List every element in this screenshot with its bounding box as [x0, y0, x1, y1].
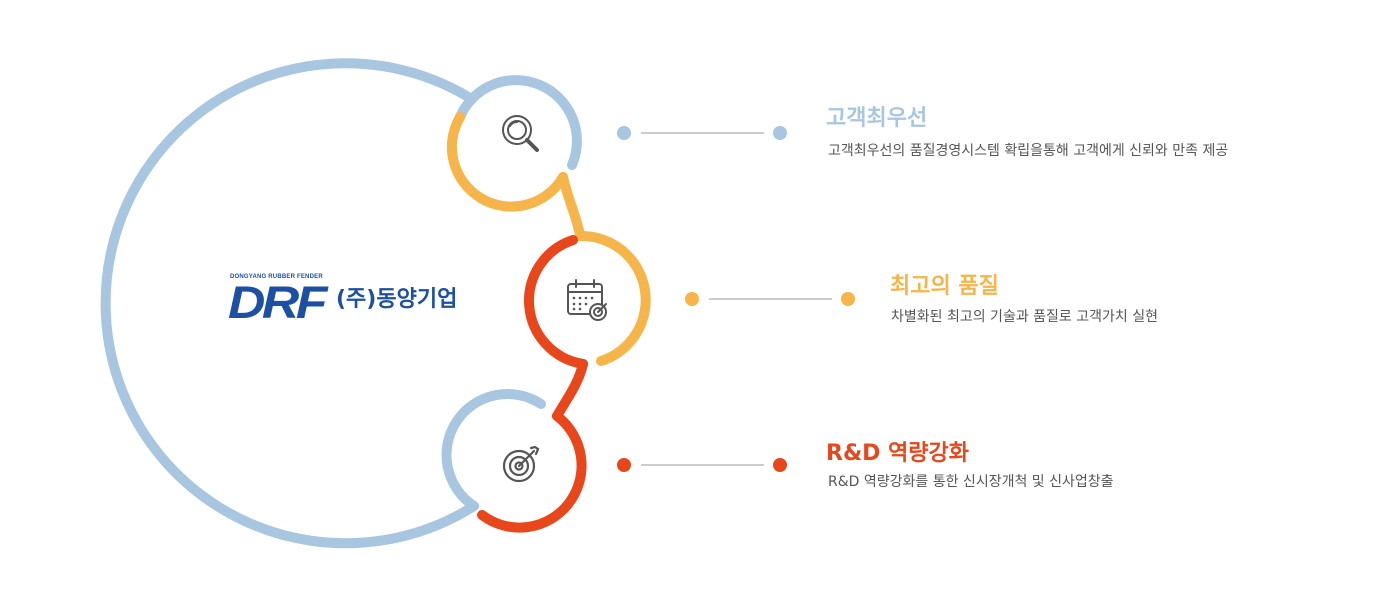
company-name: (주)동양기업	[336, 287, 458, 312]
node3-arc-orange	[477, 411, 587, 533]
item1-description: 고객최우선의 품질경영시스템 확립을통해 고객에게 신뢰와 만족 제공	[828, 143, 1229, 159]
item3-description: R&D 역량강화를 통한 신시장개척 및 신사업창출	[828, 474, 1114, 490]
node1-arc-blue	[455, 75, 582, 170]
node2-arc-yellow	[575, 230, 651, 366]
connector-orange	[552, 359, 588, 421]
company-logo: DONGYANG RUBBER FENDER DRF (주)동양기업	[228, 274, 488, 328]
item2-title: 최고의 품질	[890, 274, 999, 299]
outer-blue-ring	[100, 58, 479, 549]
item3-connector	[617, 458, 787, 472]
item1-title: 고객최우선	[826, 106, 928, 131]
item2-connector	[685, 292, 855, 306]
node2-arc-orange	[524, 235, 588, 369]
item3-title: R&D 역량강화	[826, 441, 970, 466]
magnifier-icon	[502, 115, 539, 152]
connector-yellow	[558, 172, 585, 241]
logo-tagline: DONGYANG RUBBER FENDER	[230, 274, 323, 280]
item1-connector	[617, 126, 787, 140]
target-arrow-icon	[502, 445, 540, 483]
item2-description: 차별화된 최고의 기술과 품질로 고객가치 실현	[891, 309, 1158, 325]
node3-arc-blue	[441, 389, 546, 511]
logo-mark: DRF	[228, 277, 327, 328]
calendar-target-icon	[567, 279, 607, 321]
node1-arc-yellow	[446, 112, 568, 212]
